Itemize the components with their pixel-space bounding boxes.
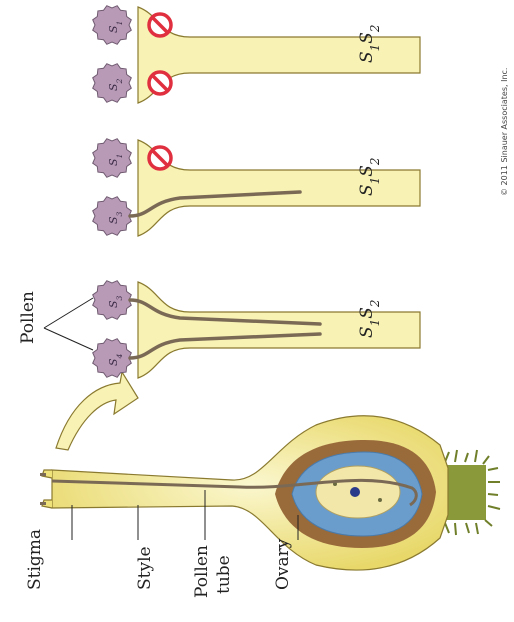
ovary-label: Ovary [273,538,293,590]
pollen-grain: S3 [93,281,132,320]
egg-nucleus [350,487,360,497]
style-body [138,7,420,103]
stigma-label: Stigma [25,529,45,590]
pollen-grain: S4 [93,339,132,378]
style-label: Style [135,546,155,590]
flower-pistil [40,416,500,570]
style-body [138,140,420,236]
style-body [138,282,420,378]
pollen-label-group: Pollen [18,291,93,350]
pollen-tube-label: Pollen tube [192,540,234,598]
receptacle [440,450,500,535]
zoom-arrow [56,372,138,450]
pollen-grain: S1 [93,6,132,45]
pollen-tube-label-1: Pollen [192,545,212,598]
blocked-sign-icon [149,72,171,94]
copyright: © 2011 Sinauer Associates, Inc. [500,68,509,196]
blocked-sign-icon [149,14,171,36]
pollen-label: Pollen [18,291,38,344]
pollen-grain: S2 [93,64,132,103]
pollen-grain: S1 [93,139,132,178]
pollen-tube-label-2: tube [214,555,234,594]
pollen-grain: S3 [93,197,132,236]
blocked-sign-icon [149,147,171,169]
